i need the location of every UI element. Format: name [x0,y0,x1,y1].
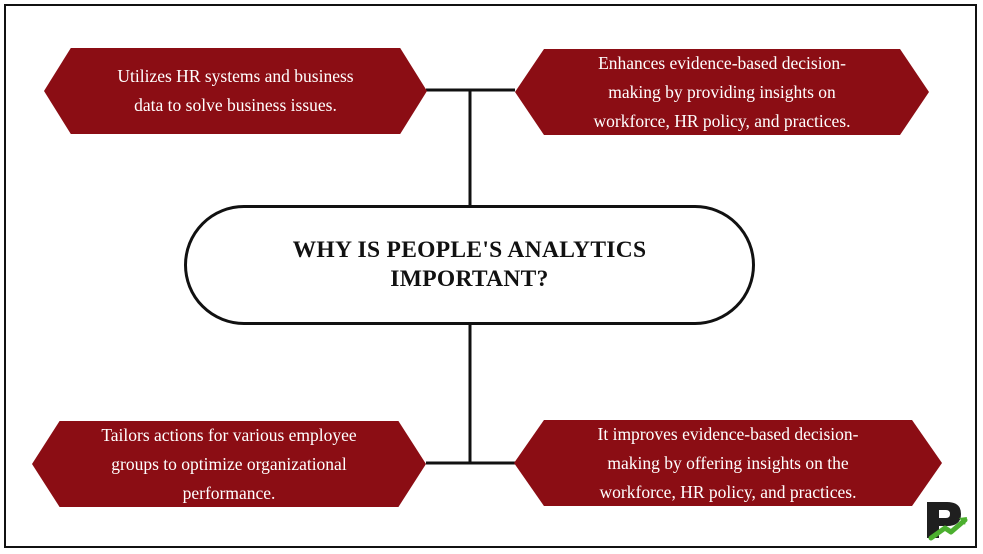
node-bottom-right-text: It improves evidence-based decision-maki… [597,423,859,502]
node-bottom-left: Tailors actions for various employee gro… [32,421,426,507]
central-title-pill: WHY IS PEOPLE'S ANALYTICS IMPORTANT? [184,205,755,325]
node-top-right-text: Enhances evidence-based decision-making … [593,52,851,131]
brand-logo-p-icon [927,502,968,541]
node-bottom-left-text: Tailors actions for various employee gro… [101,424,357,503]
node-bottom-right: It improves evidence-based decision-maki… [514,420,942,506]
node-top-left-text: Utilizes HR systems and business data to… [117,66,354,115]
node-top-left: Utilizes HR systems and business data to… [44,48,427,134]
node-top-right: Enhances evidence-based decision-making … [515,49,929,135]
central-title: WHY IS PEOPLE'S ANALYTICS IMPORTANT? [292,237,647,292]
